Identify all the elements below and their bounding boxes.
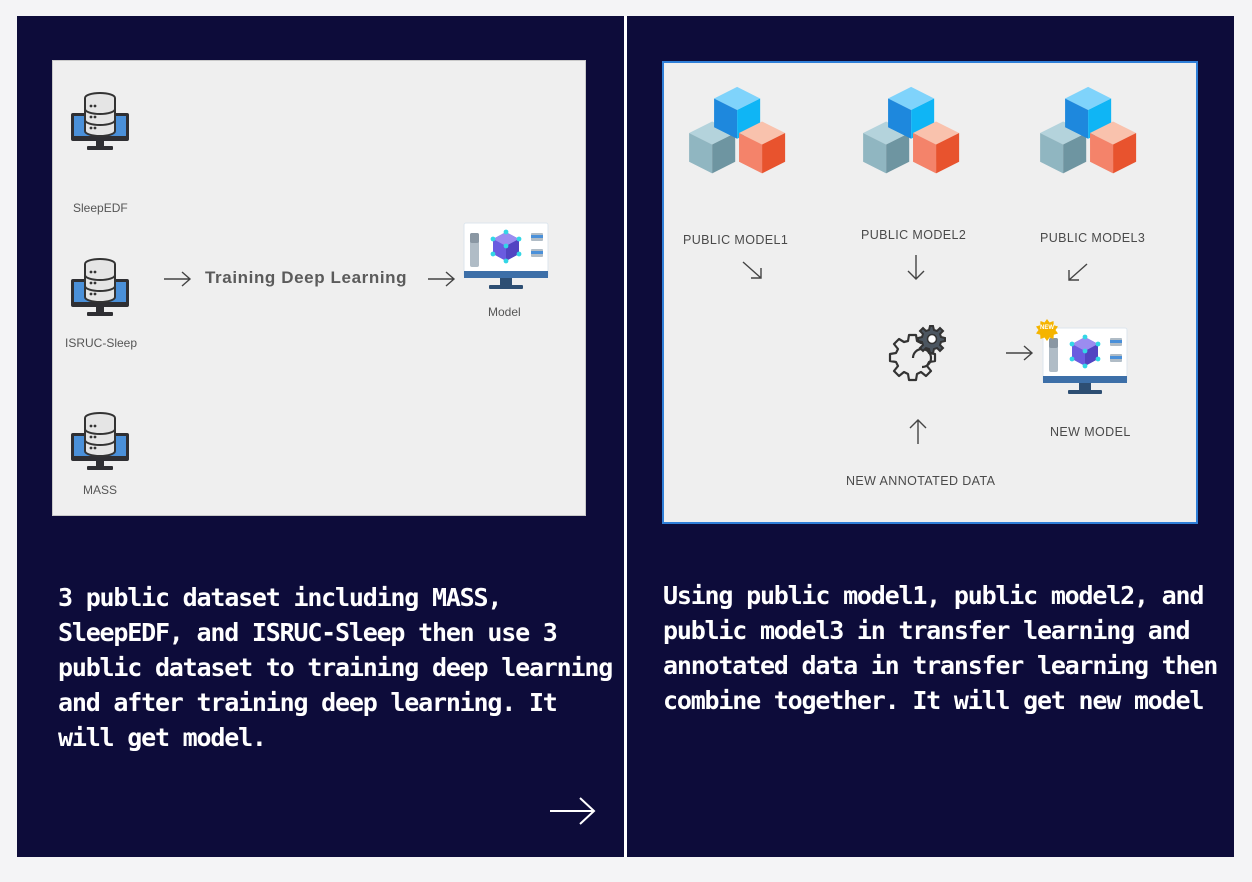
new-annotated-data-label: NEW ANNOTATED DATA — [846, 474, 996, 488]
output-model-label: Model — [488, 305, 521, 319]
dataset-label-sleepedf: SleepEDF — [73, 201, 128, 215]
gears-icon — [876, 318, 956, 398]
left-panel: SleepEDF ISRUC-Sleep MASS Training Deep … — [17, 16, 624, 857]
new-model-label: NEW MODEL — [1050, 425, 1131, 439]
arrow-down-left-icon — [1068, 263, 1088, 281]
dataset-training-diagram: SleepEDF ISRUC-Sleep MASS Training Deep … — [52, 60, 586, 516]
dataset-label-isruc-sleep: ISRUC-Sleep — [65, 336, 138, 350]
dataset-label-mass: MASS — [83, 483, 118, 497]
public-model2-label: PUBLIC MODEL2 — [861, 228, 967, 242]
process-label: Training Deep Learning — [205, 268, 408, 287]
transfer-learning-diagram: PUBLIC MODEL1 PUBLIC MODEL2 PUBLIC MODEL… — [662, 61, 1198, 524]
right-panel: PUBLIC MODEL1 PUBLIC MODEL2 PUBLIC MODEL… — [627, 16, 1234, 857]
cubes-icon — [687, 85, 793, 181]
arrow-up-icon — [909, 419, 927, 444]
model-monitor-icon — [461, 221, 551, 293]
arrow-right-icon[interactable] — [548, 794, 598, 828]
database-monitor-icon — [69, 411, 131, 473]
cubes-icon — [1038, 85, 1144, 181]
public-model1-label: PUBLIC MODEL1 — [683, 233, 789, 247]
database-monitor-icon — [69, 91, 131, 153]
arrow-down-icon — [907, 255, 925, 280]
cubes-icon — [861, 85, 967, 181]
arrow-right-icon — [163, 269, 193, 289]
database-monitor-icon — [69, 257, 131, 319]
arrow-right-icon — [1005, 343, 1035, 363]
arrow-down-right-icon — [742, 261, 762, 279]
public-model3-label: PUBLIC MODEL3 — [1040, 231, 1146, 245]
arrow-right-icon — [427, 269, 457, 289]
new-badge-icon: NEW — [1036, 319, 1058, 341]
left-caption: 3 public dataset including MASS, SleepED… — [58, 583, 613, 752]
panel-divider — [624, 16, 627, 857]
new-badge-label: NEW — [1040, 325, 1054, 331]
right-caption: Using public model1, public model2, and … — [663, 581, 1218, 715]
